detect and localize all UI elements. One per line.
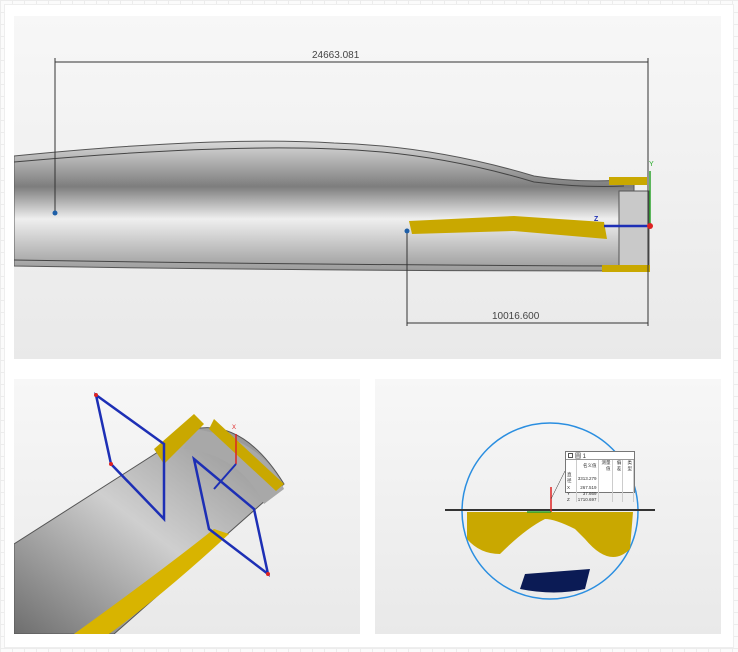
perspective-view-panel[interactable]: X [14, 379, 360, 634]
point-marker [404, 228, 410, 234]
scan-section [467, 512, 633, 557]
axis-x-label: X [232, 425, 237, 431]
checkbox-icon[interactable] [568, 453, 573, 458]
top-view-panel[interactable]: 24663.081 10016.600 Y Z [14, 16, 721, 359]
scan-deviation-region [74, 529, 229, 634]
point-marker [52, 210, 58, 216]
panel-title: 圆 1 [575, 454, 587, 460]
scan-deviation-region [409, 216, 607, 239]
partial-length-dimension: 10016.600 [492, 311, 540, 322]
overall-length-dimension: 24663.081 [312, 50, 360, 61]
pipe-perspective-view [14, 392, 285, 634]
cross-section-view [445, 422, 655, 600]
axis-z-label: Z [594, 216, 599, 223]
axis-y-label: Y [649, 161, 654, 168]
pipe-top-view [14, 58, 653, 326]
